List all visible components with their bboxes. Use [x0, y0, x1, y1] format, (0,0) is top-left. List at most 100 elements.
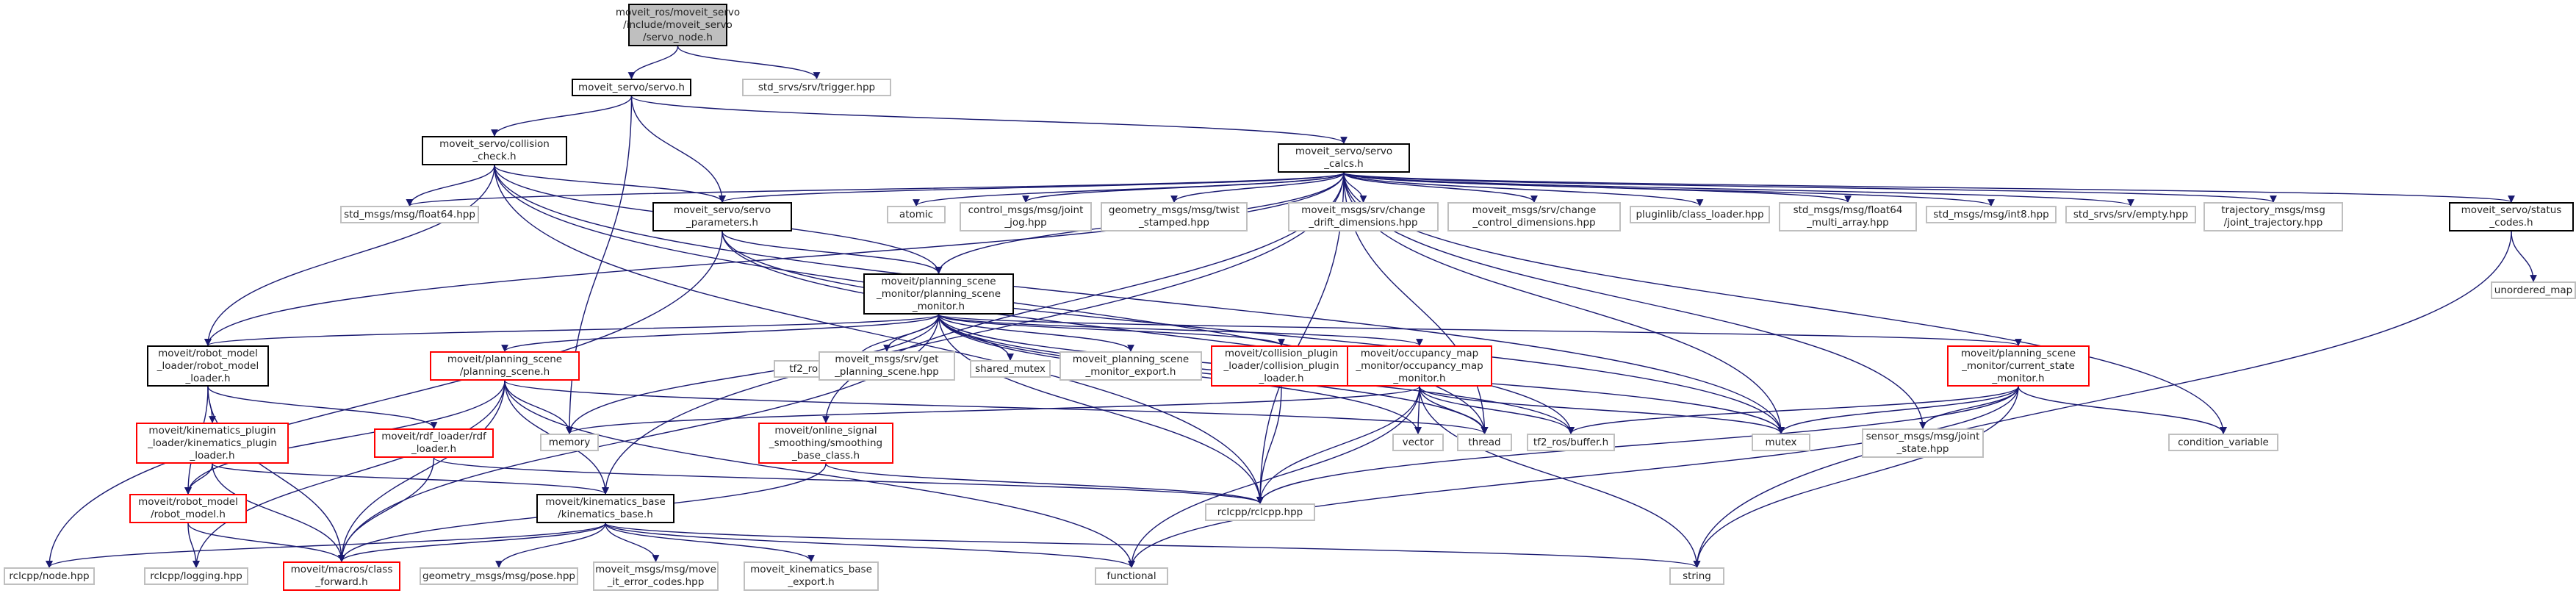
node-status-codes[interactable]: moveit_servo/status _codes.h	[2449, 202, 2574, 231]
edge-planning-scene-to-thread	[504, 380, 1489, 434]
edge-current-state-monitor-to-joint-state	[1919, 386, 2019, 429]
edge-planning-scene-to-class-forward	[338, 380, 506, 562]
node-servo-node: moveit_ros/moveit_servo /include/moveit_…	[616, 4, 740, 46]
node-collision-check[interactable]: moveit_servo/collision _check.h	[422, 136, 567, 165]
node-functional[interactable]: functional	[1095, 567, 1168, 585]
node-string[interactable]: string	[1669, 567, 1724, 585]
edge-current-state-monitor-to-functional	[1128, 386, 2019, 568]
node-shared-mutex[interactable]: shared_mutex	[970, 360, 1051, 378]
node-pose[interactable]: geometry_msgs/msg/pose.hpp	[420, 567, 578, 585]
node-planning-scene[interactable]: moveit/planning_scene /planning_scene.h	[430, 351, 580, 381]
node-joint-trajectory[interactable]: trajectory_msgs/msg /joint_trajectory.hp…	[2203, 202, 2343, 231]
edge-robot-model-loader-to-class-forward	[207, 386, 345, 562]
edge-robot-model-to-class-forward	[187, 523, 345, 562]
node-kinematics-base[interactable]: moveit/kinematics_base /kinematics_base.…	[536, 494, 674, 523]
edge-servo-parameters-to-tf2-buffer	[722, 231, 1575, 434]
edge-servo-to-servo-parameters	[630, 96, 726, 203]
node-rdf-loader[interactable]: moveit/rdf_loader/rdf _loader.h	[374, 428, 494, 458]
edge-occupancy-map-monitor-to-mutex	[1419, 386, 1785, 434]
node-change-drift[interactable]: moveit_msgs/srv/change _drift_dimensions…	[1288, 202, 1439, 231]
edge-planning-scene-to-rclcpp-logging	[193, 380, 506, 568]
edge-current-state-monitor-to-condition-variable	[2018, 386, 2227, 434]
edge-servo-calcs-to-change-drift	[1343, 172, 1367, 203]
node-mutex[interactable]: mutex	[1752, 434, 1810, 451]
edge-current-state-monitor-to-mutex	[1777, 386, 2019, 434]
node-get-planning-scene[interactable]: moveit_msgs/srv/get _planning_scene.hpp	[819, 351, 955, 381]
node-rclcpp-node[interactable]: rclcpp/node.hpp	[4, 567, 95, 585]
edge-servo-calcs-to-class-loader	[1343, 172, 1704, 207]
node-atomic[interactable]: atomic	[887, 206, 946, 223]
node-kinematics-base-export[interactable]: moveit_kinematics_base _export.h	[744, 561, 879, 591]
node-empty[interactable]: std_srvs/srv/empty.hpp	[2065, 206, 2196, 223]
node-float64-multi[interactable]: std_msgs/msg/float64 _multi_array.hpp	[1779, 202, 1917, 231]
edge-servo-parameters-to-planning-scene-monitor	[722, 231, 943, 274]
edge-planning-scene-monitor-to-robot-model-loader	[204, 314, 940, 346]
node-robot-model-loader[interactable]: moveit/robot_model _loader/robot_model _…	[147, 345, 269, 387]
edge-kinematics-plugin-loader-to-kinematics-base	[212, 463, 609, 495]
node-float64[interactable]: std_msgs/msg/float64.hpp	[340, 206, 479, 223]
node-trigger[interactable]: std_srvs/srv/trigger.hpp	[742, 79, 891, 96]
edge-occupancy-map-monitor-to-memory	[566, 386, 1420, 434]
edge-planning-scene-to-memory	[504, 380, 573, 434]
edge-collision-check-to-robot-model-loader	[204, 165, 495, 346]
node-twist-stamped[interactable]: geometry_msgs/msg/twist _stamped.hpp	[1101, 202, 1248, 231]
node-rclcpp-logging[interactable]: rclcpp/logging.hpp	[144, 567, 248, 585]
node-condition-variable[interactable]: condition_variable	[2168, 434, 2278, 451]
edge-occupancy-map-monitor-to-functional	[1128, 386, 1420, 568]
edge-planning-scene-monitor-to-get-planning-scene	[883, 314, 940, 352]
node-vector[interactable]: vector	[1392, 434, 1444, 451]
edge-servo-calcs-to-change-control	[1343, 172, 1538, 203]
node-smoothing-base[interactable]: moveit/online_signal _smoothing/smoothin…	[758, 423, 893, 464]
edge-collision-check-to-float64	[406, 165, 495, 207]
edge-current-state-monitor-to-string	[1693, 386, 2019, 568]
node-psm-export[interactable]: moveit_planning_scene _monitor_export.h	[1059, 351, 1202, 381]
edge-kinematics-base-to-rclcpp-node	[46, 523, 606, 568]
edge-robot-model-to-rclcpp-logging	[187, 523, 200, 568]
node-int8[interactable]: std_msgs/msg/int8.hpp	[1926, 206, 2057, 223]
edge-planning-scene-monitor-to-psm-export	[938, 314, 1134, 352]
edge-planning-scene-monitor-to-planning-scene	[501, 314, 940, 352]
node-servo-calcs[interactable]: moveit_servo/servo _calcs.h	[1278, 143, 1410, 173]
node-servo[interactable]: moveit_servo/servo.h	[572, 79, 691, 96]
edge-kinematics-base-to-string	[605, 523, 1700, 568]
node-thread[interactable]: thread	[1457, 434, 1512, 451]
edge-rdf-loader-to-class-forward	[338, 457, 435, 562]
node-rclcpp[interactable]: rclcpp/rclcpp.hpp	[1205, 503, 1315, 521]
node-occupancy-map-monitor[interactable]: moveit/occupancy_map _monitor/occupancy_…	[1347, 345, 1492, 387]
node-tf2-buffer[interactable]: tf2_ros/buffer.h	[1527, 434, 1615, 451]
edge-servo-calcs-to-servo-parameters	[719, 172, 1345, 203]
edge-occupancy-map-monitor-to-thread	[1419, 386, 1489, 434]
node-joint-jog[interactable]: control_msgs/msg/joint _jog.hpp	[960, 202, 1092, 231]
node-planning-scene-monitor[interactable]: moveit/planning_scene _monitor/planning_…	[863, 273, 1014, 315]
edge-servo-calcs-to-joint-trajectory	[1343, 172, 2277, 203]
node-change-control[interactable]: moveit_msgs/srv/change _control_dimensio…	[1447, 202, 1621, 231]
node-unordered-map[interactable]: unordered_map	[2491, 281, 2576, 299]
edge-servo-calcs-to-joint-jog	[1022, 172, 1345, 203]
edge-occupancy-map-monitor-to-tf2-buffer	[1419, 386, 1575, 434]
node-move-it-error-codes[interactable]: moveit_msgs/msg/move _it_error_codes.hpp	[593, 561, 719, 591]
edge-servo-to-memory	[566, 96, 633, 434]
node-class-loader[interactable]: pluginlib/class_loader.hpp	[1630, 206, 1770, 223]
edge-kinematics-base-to-class-forward	[338, 523, 606, 562]
edge-collision-plugin-loader-to-rclcpp	[1256, 386, 1282, 504]
node-current-state-monitor[interactable]: moveit/planning_scene _monitor/current_s…	[1947, 345, 2090, 387]
edge-servo-parameters-to-mutex	[722, 231, 1785, 434]
node-kinematics-plugin-loader[interactable]: moveit/kinematics_plugin _loader/kinemat…	[136, 423, 289, 464]
edge-servo-calcs-to-float64-multi	[1343, 172, 1852, 203]
node-servo-parameters[interactable]: moveit_servo/servo _parameters.h	[652, 202, 792, 231]
edge-kinematics-base-to-functional	[605, 523, 1135, 568]
edge-planning-scene-monitor-to-collision-plugin-loader	[938, 314, 1285, 346]
node-class-forward[interactable]: moveit/macros/class _forward.h	[283, 561, 400, 591]
edge-servo-calcs-to-status-codes	[1343, 172, 2515, 203]
node-memory[interactable]: memory	[540, 434, 599, 451]
edge-servo-calcs-to-twist-stamped	[1170, 172, 1345, 203]
edge-status-codes-to-string	[1693, 231, 2512, 568]
edge-servo-calcs-to-int8	[1343, 172, 1995, 207]
node-joint-state[interactable]: sensor_msgs/msg/joint _state.hpp	[1862, 428, 1984, 458]
node-collision-plugin-loader[interactable]: moveit/collision_plugin _loader/collisio…	[1211, 345, 1352, 387]
edge-servo-node-to-servo	[627, 46, 679, 79]
node-robot-model[interactable]: moveit/robot_model /robot_model.h	[129, 494, 247, 523]
edge-kinematics-base-to-pose	[495, 523, 606, 568]
edge-smoothing-base-to-rclcpp	[825, 463, 1264, 504]
